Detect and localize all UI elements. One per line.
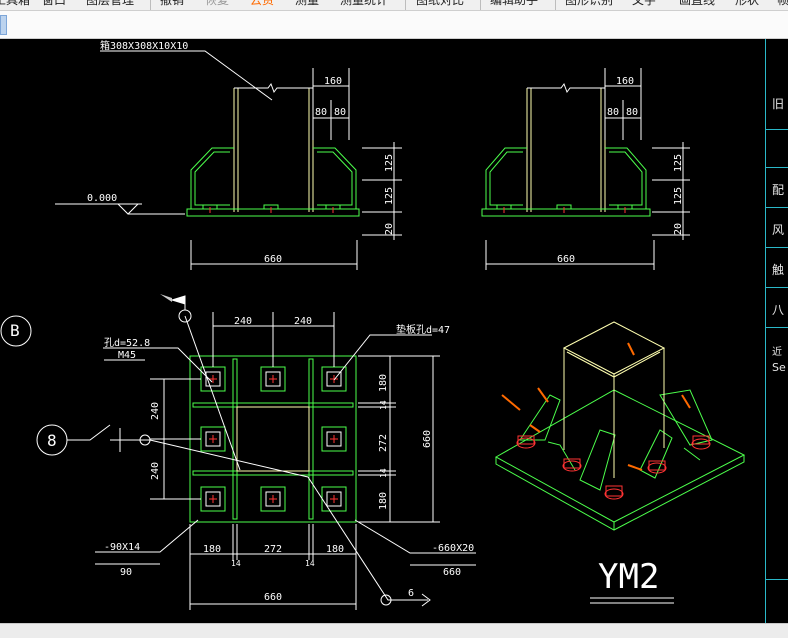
menu-shape[interactable]: 形状 bbox=[735, 0, 760, 7]
dim-20: 20 bbox=[673, 223, 684, 235]
dim-14: 14 bbox=[379, 400, 388, 410]
panel-divider bbox=[766, 167, 788, 168]
axis-b-label: B bbox=[10, 321, 20, 340]
toolbar-grip[interactable] bbox=[0, 15, 7, 35]
menu-measure-stats[interactable]: 测量统计 bbox=[340, 0, 389, 7]
dim-180: 180 bbox=[378, 374, 389, 392]
panel-label: 配 bbox=[772, 183, 785, 197]
hole-label: 孔d=52.8 bbox=[104, 337, 150, 349]
menu-text[interactable]: 文字 bbox=[632, 0, 657, 7]
menu-toolbox[interactable]: 工具箱 bbox=[0, 0, 31, 7]
dim-80: 80 bbox=[626, 107, 638, 118]
menu-divider bbox=[555, 0, 556, 10]
dim-14: 14 bbox=[305, 559, 315, 568]
plan-view bbox=[0, 294, 476, 610]
dim-240: 240 bbox=[294, 316, 312, 327]
toolbar bbox=[0, 11, 788, 39]
dim-125: 125 bbox=[673, 187, 684, 205]
panel-divider bbox=[766, 207, 788, 208]
panel-label: 近 bbox=[772, 347, 782, 358]
properties-panel: 旧 配 风 触 八 近 Se bbox=[765, 39, 788, 623]
menu-divider bbox=[150, 0, 151, 10]
level-label: 0.000 bbox=[87, 193, 117, 204]
plan-labels: B 8 孔d=52.8 M45 垫板孔d=47 240 240 240 240 … bbox=[10, 316, 474, 603]
isometric-title: YM2 bbox=[598, 557, 659, 597]
dim-180: 180 bbox=[203, 544, 221, 555]
rib-sub: 90 bbox=[120, 567, 132, 578]
dim-240: 240 bbox=[234, 316, 252, 327]
dim-14: 14 bbox=[379, 468, 388, 478]
dim-660: 660 bbox=[422, 430, 433, 448]
panel-divider bbox=[766, 287, 788, 288]
dim-272: 272 bbox=[264, 544, 282, 555]
menu-frame[interactable]: 帧 bbox=[777, 0, 788, 7]
menu-bar: 工具箱 窗口 图层管理 撤销 恢复 云资 测量 测量统计 图纸对比 编辑助手 图… bbox=[0, 0, 788, 11]
menu-window[interactable]: 窗口 bbox=[42, 0, 67, 7]
plate-sub: 660 bbox=[443, 567, 461, 578]
dim-160: 160 bbox=[324, 76, 342, 87]
dim-125: 125 bbox=[384, 154, 395, 172]
menu-layer-manage[interactable]: 图层管理 bbox=[86, 0, 135, 7]
bolt-label: M45 bbox=[118, 350, 136, 361]
menu-shape-recognize[interactable]: 图形识别 bbox=[565, 0, 614, 7]
menu-edit-assistant[interactable]: 编辑助手 bbox=[490, 0, 539, 7]
tube-label: 箱308X308X10X10 bbox=[100, 39, 188, 52]
dim-160: 160 bbox=[616, 76, 634, 87]
dim-240: 240 bbox=[150, 462, 161, 480]
section-number: 6 bbox=[408, 588, 414, 599]
washer-label: 垫板孔d=47 bbox=[396, 323, 450, 336]
axis-8-label: 8 bbox=[47, 431, 57, 450]
panel-label: Se bbox=[772, 361, 786, 374]
menu-draw-line[interactable]: 画直线 bbox=[679, 0, 716, 7]
dim-80: 80 bbox=[607, 107, 619, 118]
plate-label: -660X20 bbox=[432, 543, 474, 554]
dim-660: 660 bbox=[264, 254, 282, 265]
dim-660: 660 bbox=[557, 254, 575, 265]
panel-divider bbox=[766, 327, 788, 328]
panel-divider bbox=[766, 247, 788, 248]
panel-label: 风 bbox=[772, 223, 785, 237]
dim-125: 125 bbox=[384, 187, 395, 205]
dim-20: 20 bbox=[384, 223, 395, 235]
isometric-view bbox=[494, 321, 746, 604]
rib-label: -90X14 bbox=[104, 542, 140, 553]
dim-14: 14 bbox=[231, 559, 241, 568]
dim-80: 80 bbox=[334, 107, 346, 118]
elevation-left-labels: 箱308X308X10X10 160 80 80 125 125 20 660 … bbox=[87, 39, 395, 265]
cad-drawing: 箱308X308X10X10 160 80 80 125 125 20 660 … bbox=[0, 39, 746, 610]
dim-272: 272 bbox=[378, 434, 389, 452]
menu-undo[interactable]: 撤销 bbox=[160, 0, 185, 7]
status-bar bbox=[0, 623, 788, 638]
menu-redo[interactable]: 恢复 bbox=[205, 0, 230, 7]
menu-drawing-compare[interactable]: 图纸对比 bbox=[416, 0, 465, 7]
dim-125: 125 bbox=[673, 154, 684, 172]
cad-canvas[interactable]: 箱308X308X10X10 160 80 80 125 125 20 660 … bbox=[0, 39, 765, 623]
dim-180: 180 bbox=[378, 492, 389, 510]
panel-label: 八 bbox=[772, 303, 785, 317]
menu-divider bbox=[480, 0, 481, 10]
panel-divider bbox=[766, 579, 788, 580]
dim-80: 80 bbox=[315, 107, 327, 118]
menu-measure[interactable]: 测量 bbox=[295, 0, 320, 7]
panel-divider bbox=[766, 129, 788, 130]
elevation-view-left bbox=[55, 50, 402, 270]
dim-660: 660 bbox=[264, 592, 282, 603]
panel-label: 触 bbox=[772, 263, 785, 277]
menu-divider bbox=[405, 0, 406, 10]
menu-cloud[interactable]: 云资 bbox=[250, 0, 275, 7]
dim-240: 240 bbox=[150, 402, 161, 420]
elevation-right-labels: 160 80 80 125 125 20 660 bbox=[557, 76, 684, 265]
elevation-view-right bbox=[481, 68, 690, 270]
panel-label: 旧 bbox=[772, 97, 785, 111]
dim-180: 180 bbox=[326, 544, 344, 555]
